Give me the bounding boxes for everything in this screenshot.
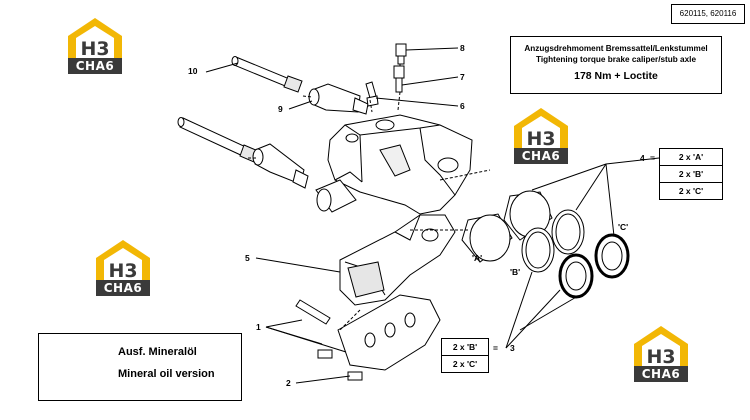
logo-letters: H3	[80, 38, 109, 60]
logo-text: CHA6	[521, 149, 561, 163]
label-b: 'B'	[510, 267, 521, 277]
part-6-bleeder-screw	[365, 81, 379, 107]
callout-2: 2	[286, 378, 291, 388]
house-logo-icon: H3	[634, 326, 688, 382]
logo-text: CHA6	[103, 281, 143, 295]
model-reference-box: 620115, 620116	[671, 4, 745, 24]
seal-b-upper	[551, 209, 585, 255]
warning-text-en: Mineral oil version	[118, 368, 215, 380]
callout-7: 7	[460, 72, 465, 82]
kit-table-4-row: 2 x 'C'	[659, 182, 723, 200]
mineral-oil-warning-box: Ausf. Mineralöl Mineral oil version	[38, 333, 242, 401]
part-9-sleeve	[308, 83, 369, 115]
assembly-lines	[248, 64, 491, 331]
kit-table-3-row: 2 x 'B'	[441, 338, 489, 356]
part-8-cap	[395, 43, 407, 65]
logo-text: CHA6	[75, 59, 115, 73]
callout-3: 3	[510, 343, 515, 353]
house-logo-icon: H3	[514, 108, 568, 164]
callout-5: 5	[245, 253, 250, 263]
kit-table-3-row: 2 x 'C'	[441, 355, 489, 373]
piston-a-upper	[503, 190, 553, 241]
house-logo-icon: H3	[68, 18, 122, 74]
logo-letters: H3	[526, 128, 555, 150]
callout-3-equals: =	[493, 343, 498, 353]
watermark-logo: H3 CHA6	[628, 322, 694, 384]
part-1-brake-pads	[295, 294, 441, 371]
label-a: 'A'	[472, 253, 483, 263]
callout-6: 6	[460, 101, 465, 111]
logo-letters: H3	[646, 346, 675, 368]
seal-b-lower	[521, 227, 555, 273]
torque-title-en: Tightening torque brake caliper/stub axl…	[536, 55, 696, 64]
logo-letters: H3	[108, 260, 137, 282]
kit-table-4-row: 2 x 'A'	[659, 148, 723, 166]
part-2-clip	[317, 349, 363, 381]
dust-boot-c-upper	[594, 233, 630, 279]
housing-seal-ring	[315, 179, 357, 213]
callout-4-equals: =	[650, 153, 655, 163]
callout-1: 1	[256, 322, 261, 332]
piston-a-lower	[461, 213, 513, 263]
callout-4: 4	[640, 153, 645, 163]
warning-text-de: Ausf. Mineralöl	[118, 346, 197, 358]
logo-text: CHA6	[641, 367, 681, 381]
callout-8: 8	[460, 43, 465, 53]
part-10-guide-pin	[231, 56, 303, 93]
model-reference: 620115, 620116	[679, 9, 737, 18]
kit-table-4-row: 2 x 'B'	[659, 165, 723, 183]
callout-9: 9	[278, 104, 283, 114]
part-5-brake-carrier	[339, 214, 456, 306]
watermark-logo: H3 CHA6	[90, 236, 156, 298]
watermark-logo: H3 CHA6	[62, 14, 128, 76]
callout-10: 10	[188, 66, 198, 76]
part-7-fitting	[393, 65, 405, 93]
dust-boot-c-lower	[558, 253, 594, 299]
watermark-logo: H3 CHA6	[508, 104, 574, 166]
kit-table-4: 2 x 'A' 2 x 'B' 2 x 'C'	[659, 148, 723, 200]
torque-value: 178 Nm + Loctite	[574, 70, 658, 82]
torque-spec-box: Anzugsdrehmoment Bremssattel/Lenkstummel…	[510, 36, 722, 94]
label-c: 'C'	[618, 222, 629, 232]
sleeve-lower	[252, 143, 309, 189]
guide-pin-lower	[177, 117, 259, 163]
kit-table-3: 2 x 'B' 2 x 'C'	[441, 338, 489, 373]
caliper-housing	[327, 114, 473, 215]
torque-title-de: Anzugsdrehmoment Bremssattel/Lenkstummel	[524, 44, 708, 53]
house-logo-icon: H3	[96, 240, 150, 296]
leader-lines	[205, 47, 660, 384]
